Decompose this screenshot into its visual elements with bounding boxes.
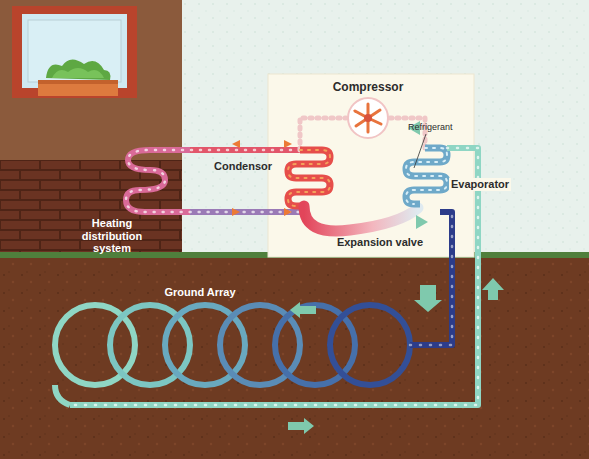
callout-label: Refrigerant [408,122,453,132]
part-label: Expansion valve [337,236,423,249]
part-label: Evaporator [449,178,511,191]
part-label: Compressor [333,81,404,95]
part-label: Condensor [214,160,272,173]
part-label: Heating distribution system [62,217,162,255]
part-label: Ground Array [164,286,235,299]
